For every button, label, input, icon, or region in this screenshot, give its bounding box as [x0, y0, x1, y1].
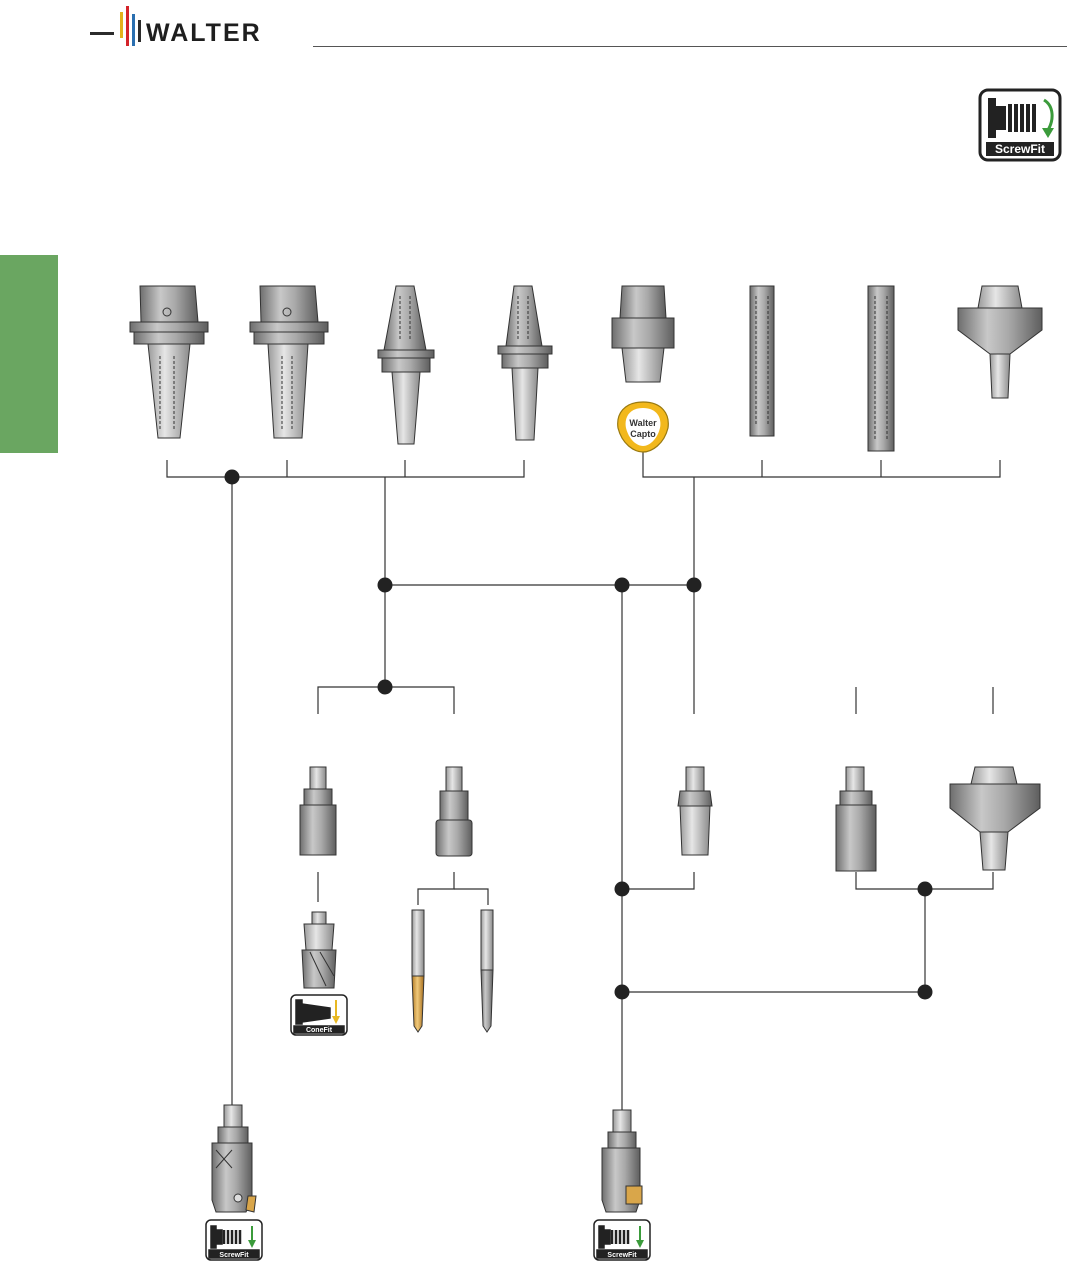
conefit-endmill: [302, 912, 336, 988]
sk-holder-2: [498, 286, 552, 440]
adapter-reducer: [678, 767, 712, 855]
node: [918, 985, 933, 1000]
screwfit-mill-center: [602, 1110, 642, 1212]
svg-text:Walter: Walter: [629, 418, 657, 428]
hsk-holder-2: [250, 286, 328, 438]
node: [378, 578, 393, 593]
flange-holder-top: [958, 286, 1042, 398]
svg-text:ConeFit: ConeFit: [306, 1027, 333, 1034]
conefit-icon: ConeFit: [291, 995, 347, 1035]
connector-nodes: [225, 470, 933, 1000]
svg-text:ScrewFit: ScrewFit: [607, 1252, 637, 1259]
node: [687, 578, 702, 593]
node: [615, 985, 630, 1000]
svg-text:Capto: Capto: [630, 429, 656, 439]
screwfit-icon: ScrewFit: [594, 1220, 650, 1260]
capto-holder: [612, 286, 674, 382]
node: [615, 882, 630, 897]
adapter-collet: [436, 767, 472, 856]
node: [918, 882, 933, 897]
sk-holder-1: [378, 286, 434, 444]
hsk-holder-1: [130, 286, 208, 438]
screwfit-icon: ScrewFit: [206, 1220, 262, 1260]
cylindrical-shank-1: [750, 286, 774, 436]
walter-capto-icon: Walter Capto: [618, 402, 669, 452]
carbide-drill-gold: [412, 910, 424, 1032]
flange-holder-middle: [950, 767, 1040, 870]
node: [225, 470, 240, 485]
node: [615, 578, 630, 593]
cylindrical-shank-2: [868, 286, 894, 451]
carbide-drill-gray: [481, 910, 493, 1032]
screwfit-mill-left: [212, 1105, 256, 1212]
adapter-cylindrical: [300, 767, 336, 855]
adapter-extension: [836, 767, 876, 871]
node: [378, 680, 393, 695]
svg-text:ScrewFit: ScrewFit: [219, 1252, 249, 1259]
